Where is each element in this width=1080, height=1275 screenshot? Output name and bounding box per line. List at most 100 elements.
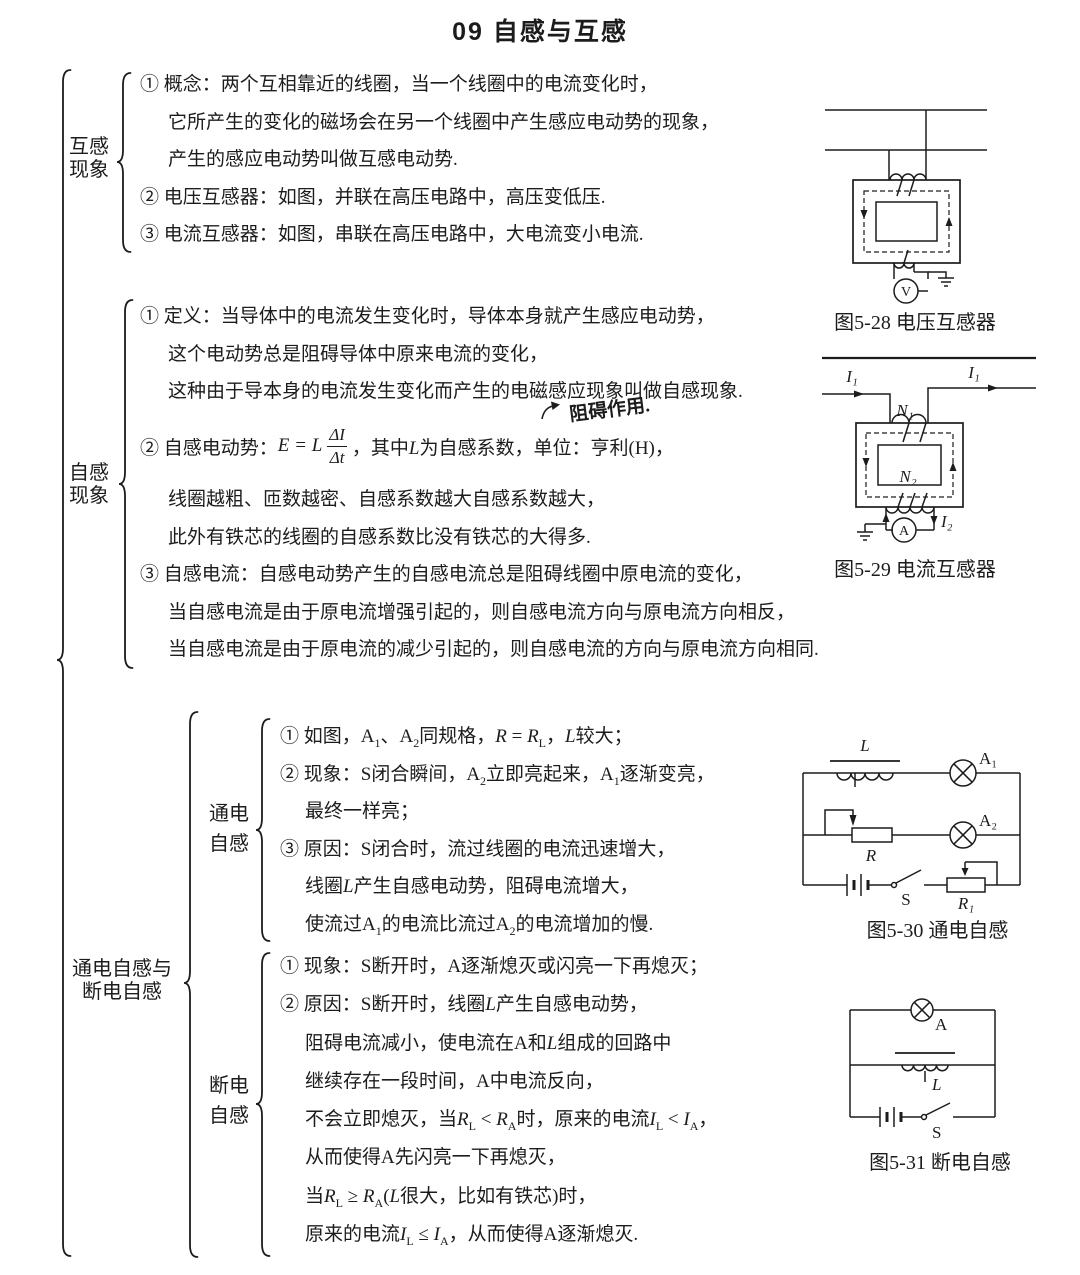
text-line: ③ 自感电流：自感电动势产生的自感电流总是阻碍线圈中原电流的变化， <box>140 564 753 586</box>
text-line: ① 如图，A1、A2同规格，R = RL，L较大； <box>280 726 633 750</box>
n2-label: N₂ <box>898 467 916 486</box>
text-line: 使流过A1的电流比流过A2的电流增加的慢. <box>305 913 654 938</box>
fraction-numerator: ΔI <box>329 424 345 444</box>
i1-label-right: I₁ <box>967 363 980 382</box>
core-window <box>875 201 938 242</box>
flux-path <box>865 432 954 498</box>
text-line: 从而使得A先闪亮一下再熄灭， <box>305 1147 566 1169</box>
text-line: 这种由于导本身的电流发生变化而产生的电磁感应现象叫做自感现象. <box>168 381 743 402</box>
text-line: 当RL ≥ RA(L很大，比如有铁芯)时， <box>305 1185 597 1210</box>
lamp-a1-label: A₁ <box>979 749 997 768</box>
inductor-label: L <box>931 1075 941 1094</box>
text-line: ③ 原因：S闭合时，流过线圈的电流迅速增大， <box>280 838 676 860</box>
label-self-phenomenon: 自感 现象 <box>69 462 109 507</box>
group-brace <box>183 711 199 1258</box>
fraction-denominator: Δt <box>326 445 348 468</box>
text-line: ① 概念：两个互相靠近的线圈，当一个线圈中的电流变化时， <box>140 74 658 95</box>
flux-arrow-up <box>945 217 953 226</box>
text-line: ② 原因：S断开时，线圈L产生自感电动势， <box>280 994 648 1016</box>
figure-voltage-transformer: V <box>825 109 987 304</box>
inductor-label: L <box>859 736 869 755</box>
i2-arrow-down <box>930 516 938 525</box>
energize-brace <box>255 718 271 942</box>
rheostat-r1-label: R₁ <box>957 894 974 913</box>
text-line: 继续存在一段时间，A中电流反向， <box>305 1070 604 1092</box>
formula-tail: ，其中L为自感系数，单位：亨利(H)， <box>351 437 674 459</box>
text-line: 不会立即熄灭，当RL < RA时，原来的电流IL < IA， <box>305 1109 718 1133</box>
text-line: 它所产生的变化的磁场会在另一个线圈中产生感应电动势的现象， <box>168 111 720 133</box>
figure-caption: 图5-29 电流互感器 <box>834 559 996 581</box>
figure-deenergize-circuit: A L S <box>849 998 996 1142</box>
page-title: 09 自感与互感 <box>452 18 628 46</box>
text-line: 当自感电流是由于原电流增强引起的，则自感电流方向与原电流方向相反， <box>168 601 796 623</box>
i1-label-left: I₁ <box>845 367 858 386</box>
flux-arrow-down <box>862 458 870 467</box>
slider-arrow-r <box>849 815 857 826</box>
label-energize: 通电 自感 <box>209 803 249 855</box>
text-line: 阻碍电流减小，使电流在A和L组成的回路中 <box>305 1032 672 1054</box>
voltmeter-label: V <box>901 285 911 300</box>
label-group: 通电自感与 断电自感 <box>72 958 172 1003</box>
inductor-coil <box>901 1064 949 1072</box>
text-line: 此外有铁芯的线圈的自感系数比没有铁芯的大得多. <box>168 526 591 548</box>
switch-icon <box>920 1113 928 1121</box>
inductor-coil <box>836 772 894 781</box>
switch-label: S <box>932 1123 941 1142</box>
current-arrow-up <box>882 513 890 522</box>
transformer-core <box>852 179 961 264</box>
self-emf-formula: ② 自感电动势： E = L ΔI Δt ，其中L为自感系数，单位：亨利(H)， <box>140 408 674 484</box>
text-line: 当自感电流是由于原电流的减少引起的，则自感电流的方向与原电流方向相同. <box>168 639 819 661</box>
text-line: 这个电动势总是阻碍导体中原来电流的变化， <box>168 343 549 365</box>
mutual-brace <box>116 72 132 253</box>
annotation-arrow-icon <box>541 401 560 420</box>
text-line: ② 现象：S闭合瞬间，A2立即亮起来，A1逐渐变亮， <box>280 763 715 788</box>
section-self-b: 线圈越粗、匝数越密、自感系数越大自感系数越大， 此外有铁芯的线圈的自感系数比没有… <box>140 481 819 669</box>
flux-arrow-up <box>949 462 957 471</box>
core-window <box>877 444 942 486</box>
primary-coil <box>889 173 927 181</box>
deenergize-brace <box>255 952 271 1257</box>
flux-arrow-down <box>860 210 868 219</box>
slider-arrow-r1 <box>961 868 969 876</box>
section-mutual: ① 概念：两个互相靠近的线圈，当一个线圈中的电流变化时， 它所产生的变化的磁场会… <box>140 66 719 254</box>
section-deenergize: ① 现象：S断开时，A逐渐熄灭或闪亮一下再熄灭； ② 原因：S断开时，线圈L产生… <box>280 948 717 1254</box>
formula-fraction: ΔI Δt <box>326 425 348 467</box>
label-mutual-phenomenon: 互感 现象 <box>69 136 109 181</box>
text-line: ② 电压互感器：如图，并联在高压电路中，高压变低压. <box>140 186 606 208</box>
rheostat-r1 <box>946 877 986 893</box>
text-line: 线圈越粗、匝数越密、自感系数越大自感系数越大， <box>168 489 606 510</box>
secondary-coil-n2 <box>885 506 935 514</box>
i1-arrow-left <box>854 390 864 398</box>
text-line: ① 定义：当导体中的电流发生变化时，导体本身就产生感应电动势， <box>140 306 715 327</box>
rheostat-r-label: R <box>865 846 877 865</box>
i1-arrow-right <box>988 384 998 392</box>
n1-label: N₁ <box>895 401 913 420</box>
outer-brace <box>56 69 72 1257</box>
lamp-a-label: A <box>935 1015 948 1034</box>
text-line: ③ 电流互感器：如图，串联在高压电路中，大电流变小电流. <box>140 224 644 245</box>
switch-icon <box>890 881 898 889</box>
figure-caption: 图5-28 电压互感器 <box>834 312 996 334</box>
label-deenergize: 断电 自感 <box>209 1075 249 1127</box>
self-brace <box>118 299 134 669</box>
handwritten-annotation: 阻碍作用. <box>540 392 651 426</box>
text-line: 最终一样亮； <box>305 801 420 822</box>
formula-lhs: E = L <box>277 435 323 456</box>
lamp-a2-label: A₂ <box>979 811 997 830</box>
figure-caption: 图5-31 断电自感 <box>869 1152 1011 1174</box>
ammeter-label: A <box>899 524 910 539</box>
formula-lead: ② 自感电动势： <box>140 437 278 459</box>
switch-label: S <box>901 890 910 909</box>
text-line: ① 现象：S断开时，A逐渐熄灭或闪亮一下再熄灭； <box>280 956 709 977</box>
transformer-core <box>855 422 964 508</box>
i2-label: I₂ <box>940 512 953 531</box>
section-self-a: ① 定义：当导体中的电流发生变化时，导体本身就产生感应电动势， 这个电动势总是阻… <box>140 298 743 411</box>
text-line: 产生的感应电动势叫做互感电动势. <box>168 149 458 170</box>
figure-current-transformer: I₁ I₁ N₁ N₂ I₂ A <box>822 356 1036 543</box>
rheostat-r <box>851 827 893 843</box>
section-energize: ① 如图，A1、A2同规格，R = RL，L较大； ② 现象：S闭合瞬间，A2立… <box>280 718 715 943</box>
figure-energize-circuit: L A₁ A₂ R S R₁ <box>802 736 1021 913</box>
text-line: 原来的电流IL ≤ IA，从而使得A逐渐熄灭. <box>305 1224 639 1248</box>
